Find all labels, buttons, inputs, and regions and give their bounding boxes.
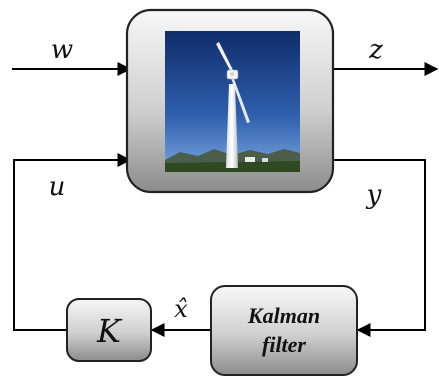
controller-label: K xyxy=(96,312,123,350)
kalman-filter-label-line2: filter xyxy=(262,332,306,357)
signal-label-w: w xyxy=(51,35,73,65)
kalman-filter-label-line1: Kalman xyxy=(247,303,320,328)
kalman-filter-block: Kalman filter xyxy=(210,285,358,376)
controller-block-k: K xyxy=(66,298,152,362)
wind-turbine-image xyxy=(165,31,300,172)
plant-block xyxy=(125,8,335,194)
signal-label-xhat: x̂ xyxy=(174,295,188,323)
wires xyxy=(12,62,439,337)
output-y-line xyxy=(333,159,426,337)
signal-label-u: u xyxy=(49,172,66,202)
signal-label-z: z xyxy=(368,35,383,65)
control-u-line xyxy=(13,153,132,331)
signal-label-y: y xyxy=(366,180,382,210)
